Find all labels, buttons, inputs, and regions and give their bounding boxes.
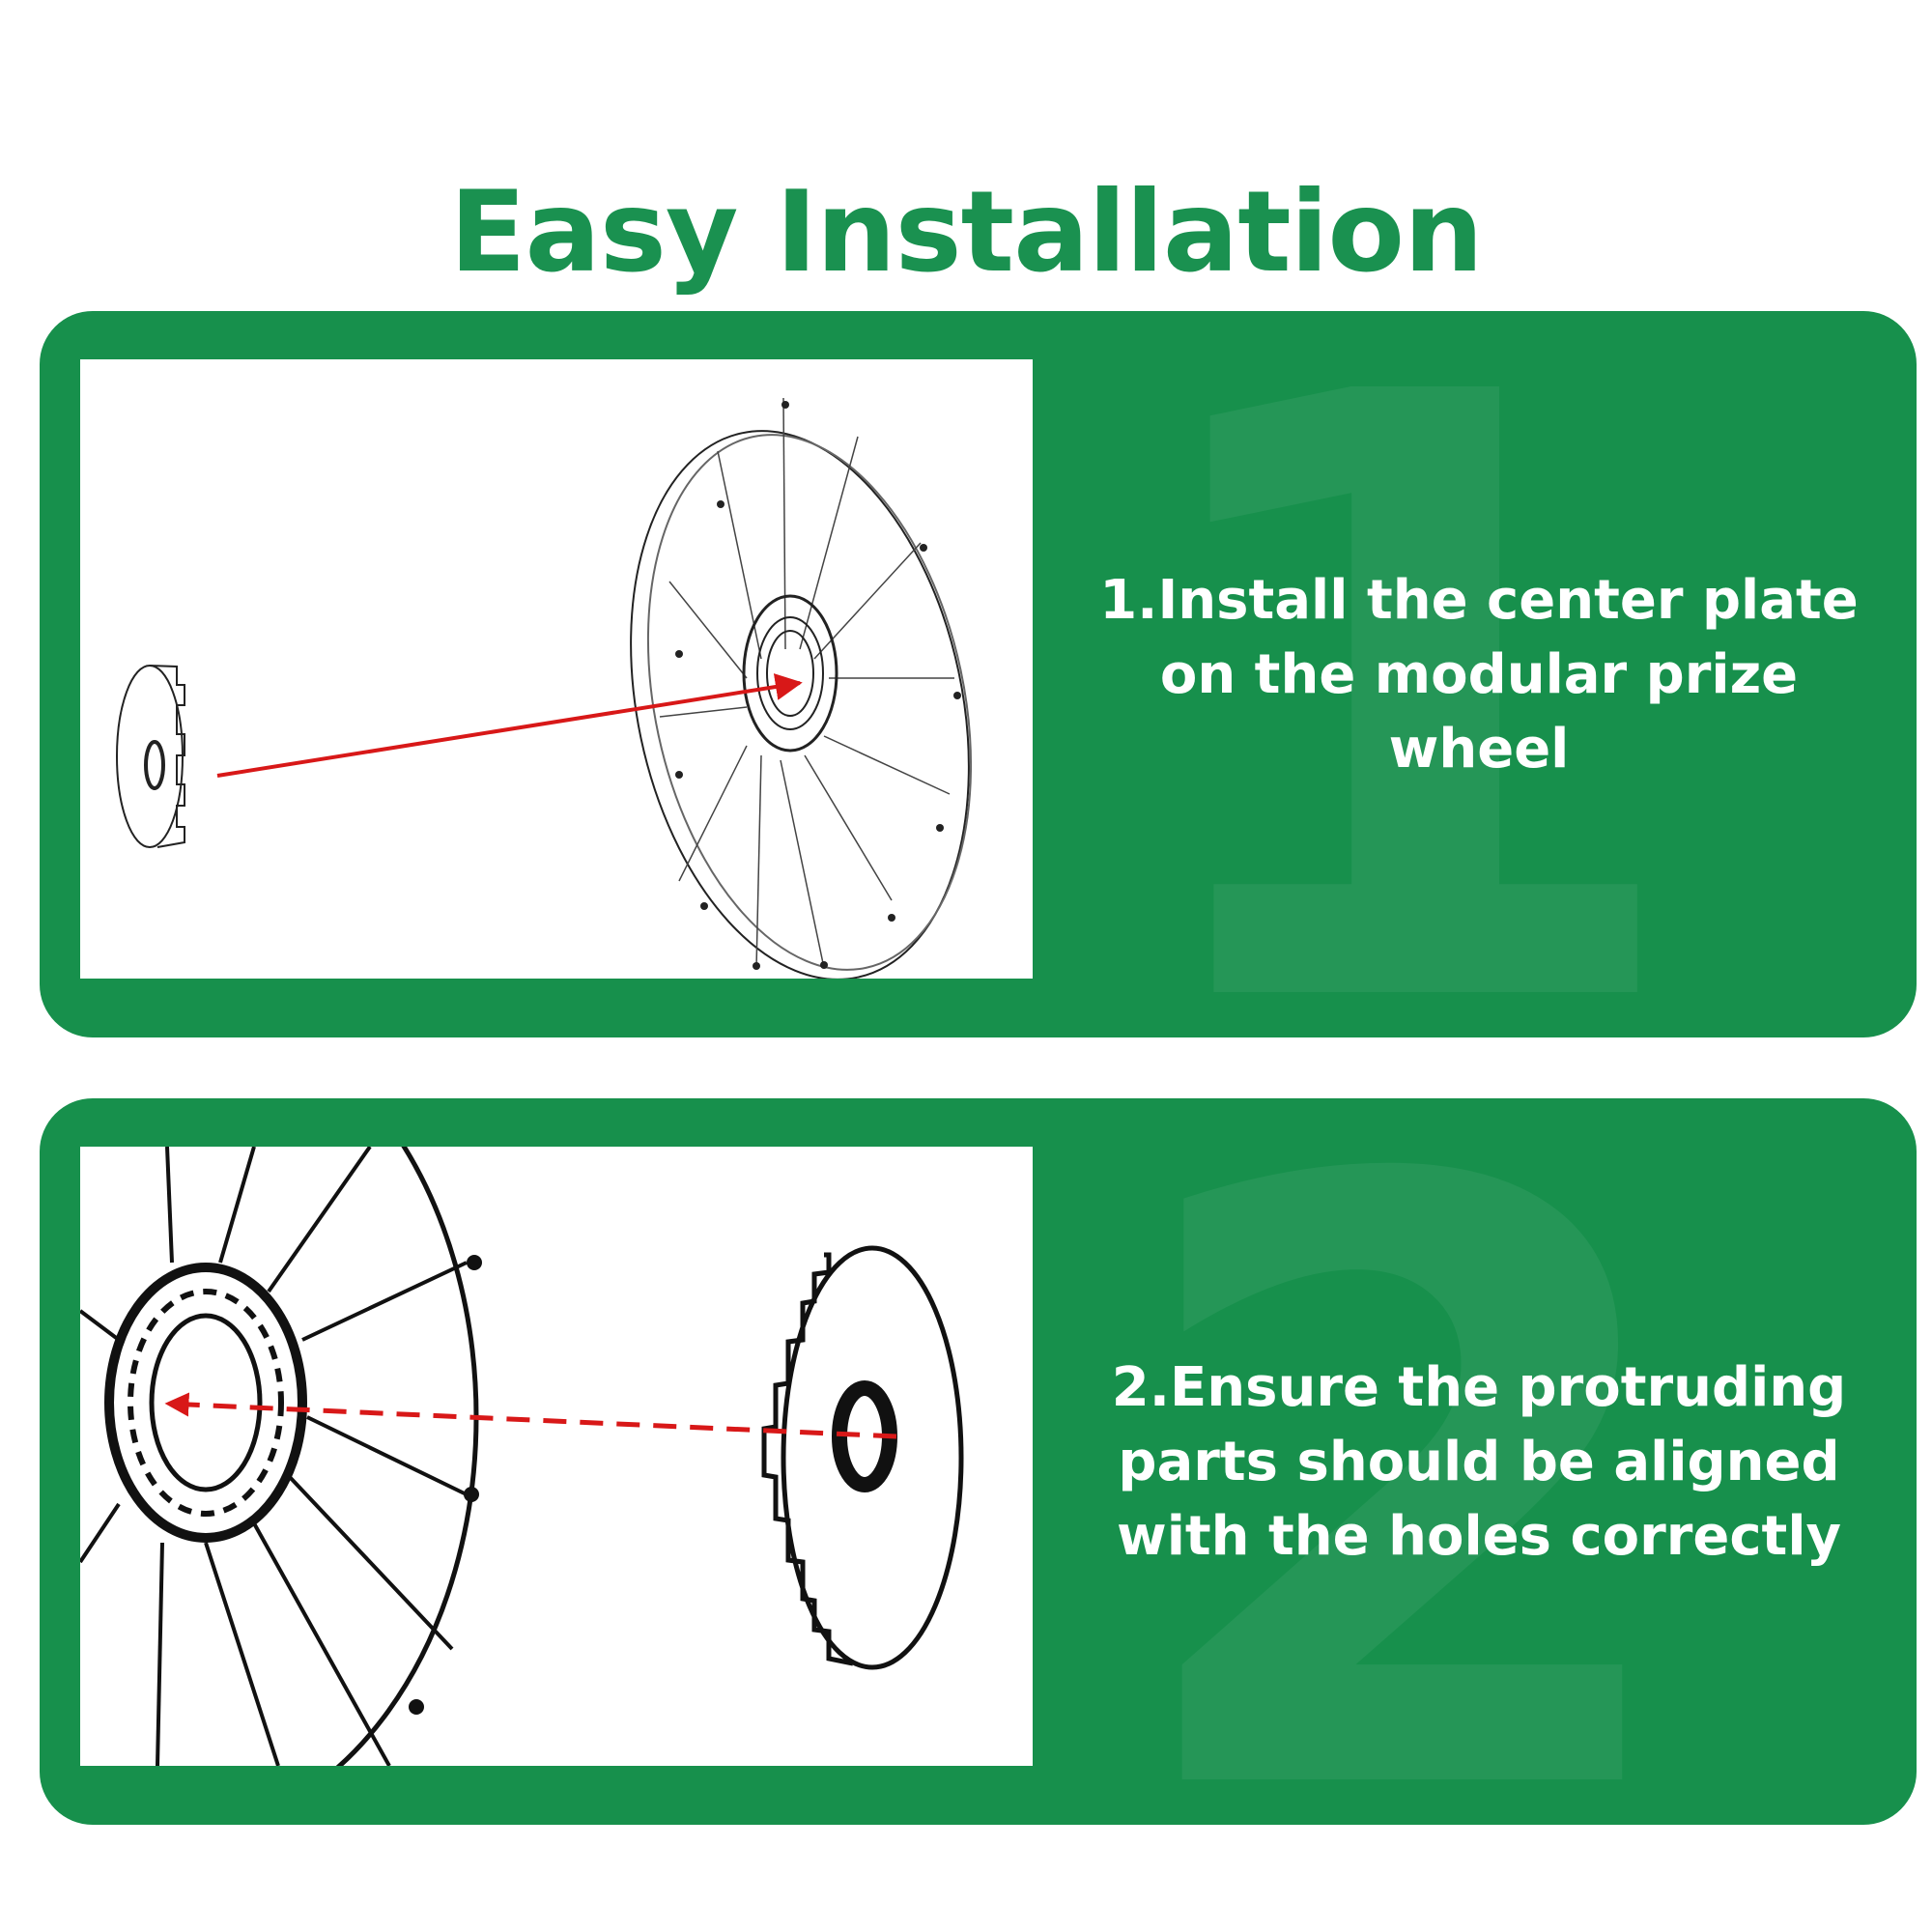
direction-arrow xyxy=(216,673,803,778)
step-number-watermark: 2 xyxy=(1116,1098,1694,1825)
center-plate-install-diagram xyxy=(116,397,973,979)
step-1-instruction: 1.Install the center plate on the modula… xyxy=(1099,568,1859,781)
center-plate-closeup-drawing xyxy=(761,1245,964,1670)
step-2-instruction: 2.Ensure the protruding parts should be … xyxy=(1111,1355,1847,1568)
alignment-diagram xyxy=(80,1147,964,1766)
step-1-card: 1 xyxy=(40,311,1917,1037)
step-2-text-area: 2.Ensure the protruding parts should be … xyxy=(1083,1098,1875,1825)
prize-wheel-drawing xyxy=(630,397,973,979)
step-2-card: 2 xyxy=(40,1098,1917,1825)
step-number-watermark: 1 xyxy=(1116,311,1694,1037)
step-1-text-area: 1.Install the center plate on the modula… xyxy=(1083,311,1875,1037)
prize-wheel-closeup-drawing xyxy=(80,1147,482,1766)
step-2-illustration xyxy=(80,1147,1033,1766)
alignment-arrow xyxy=(164,1392,897,1439)
center-plate-drawing xyxy=(116,665,185,848)
step-1-illustration xyxy=(80,359,1033,979)
page-title: Easy Installation xyxy=(449,166,1483,298)
